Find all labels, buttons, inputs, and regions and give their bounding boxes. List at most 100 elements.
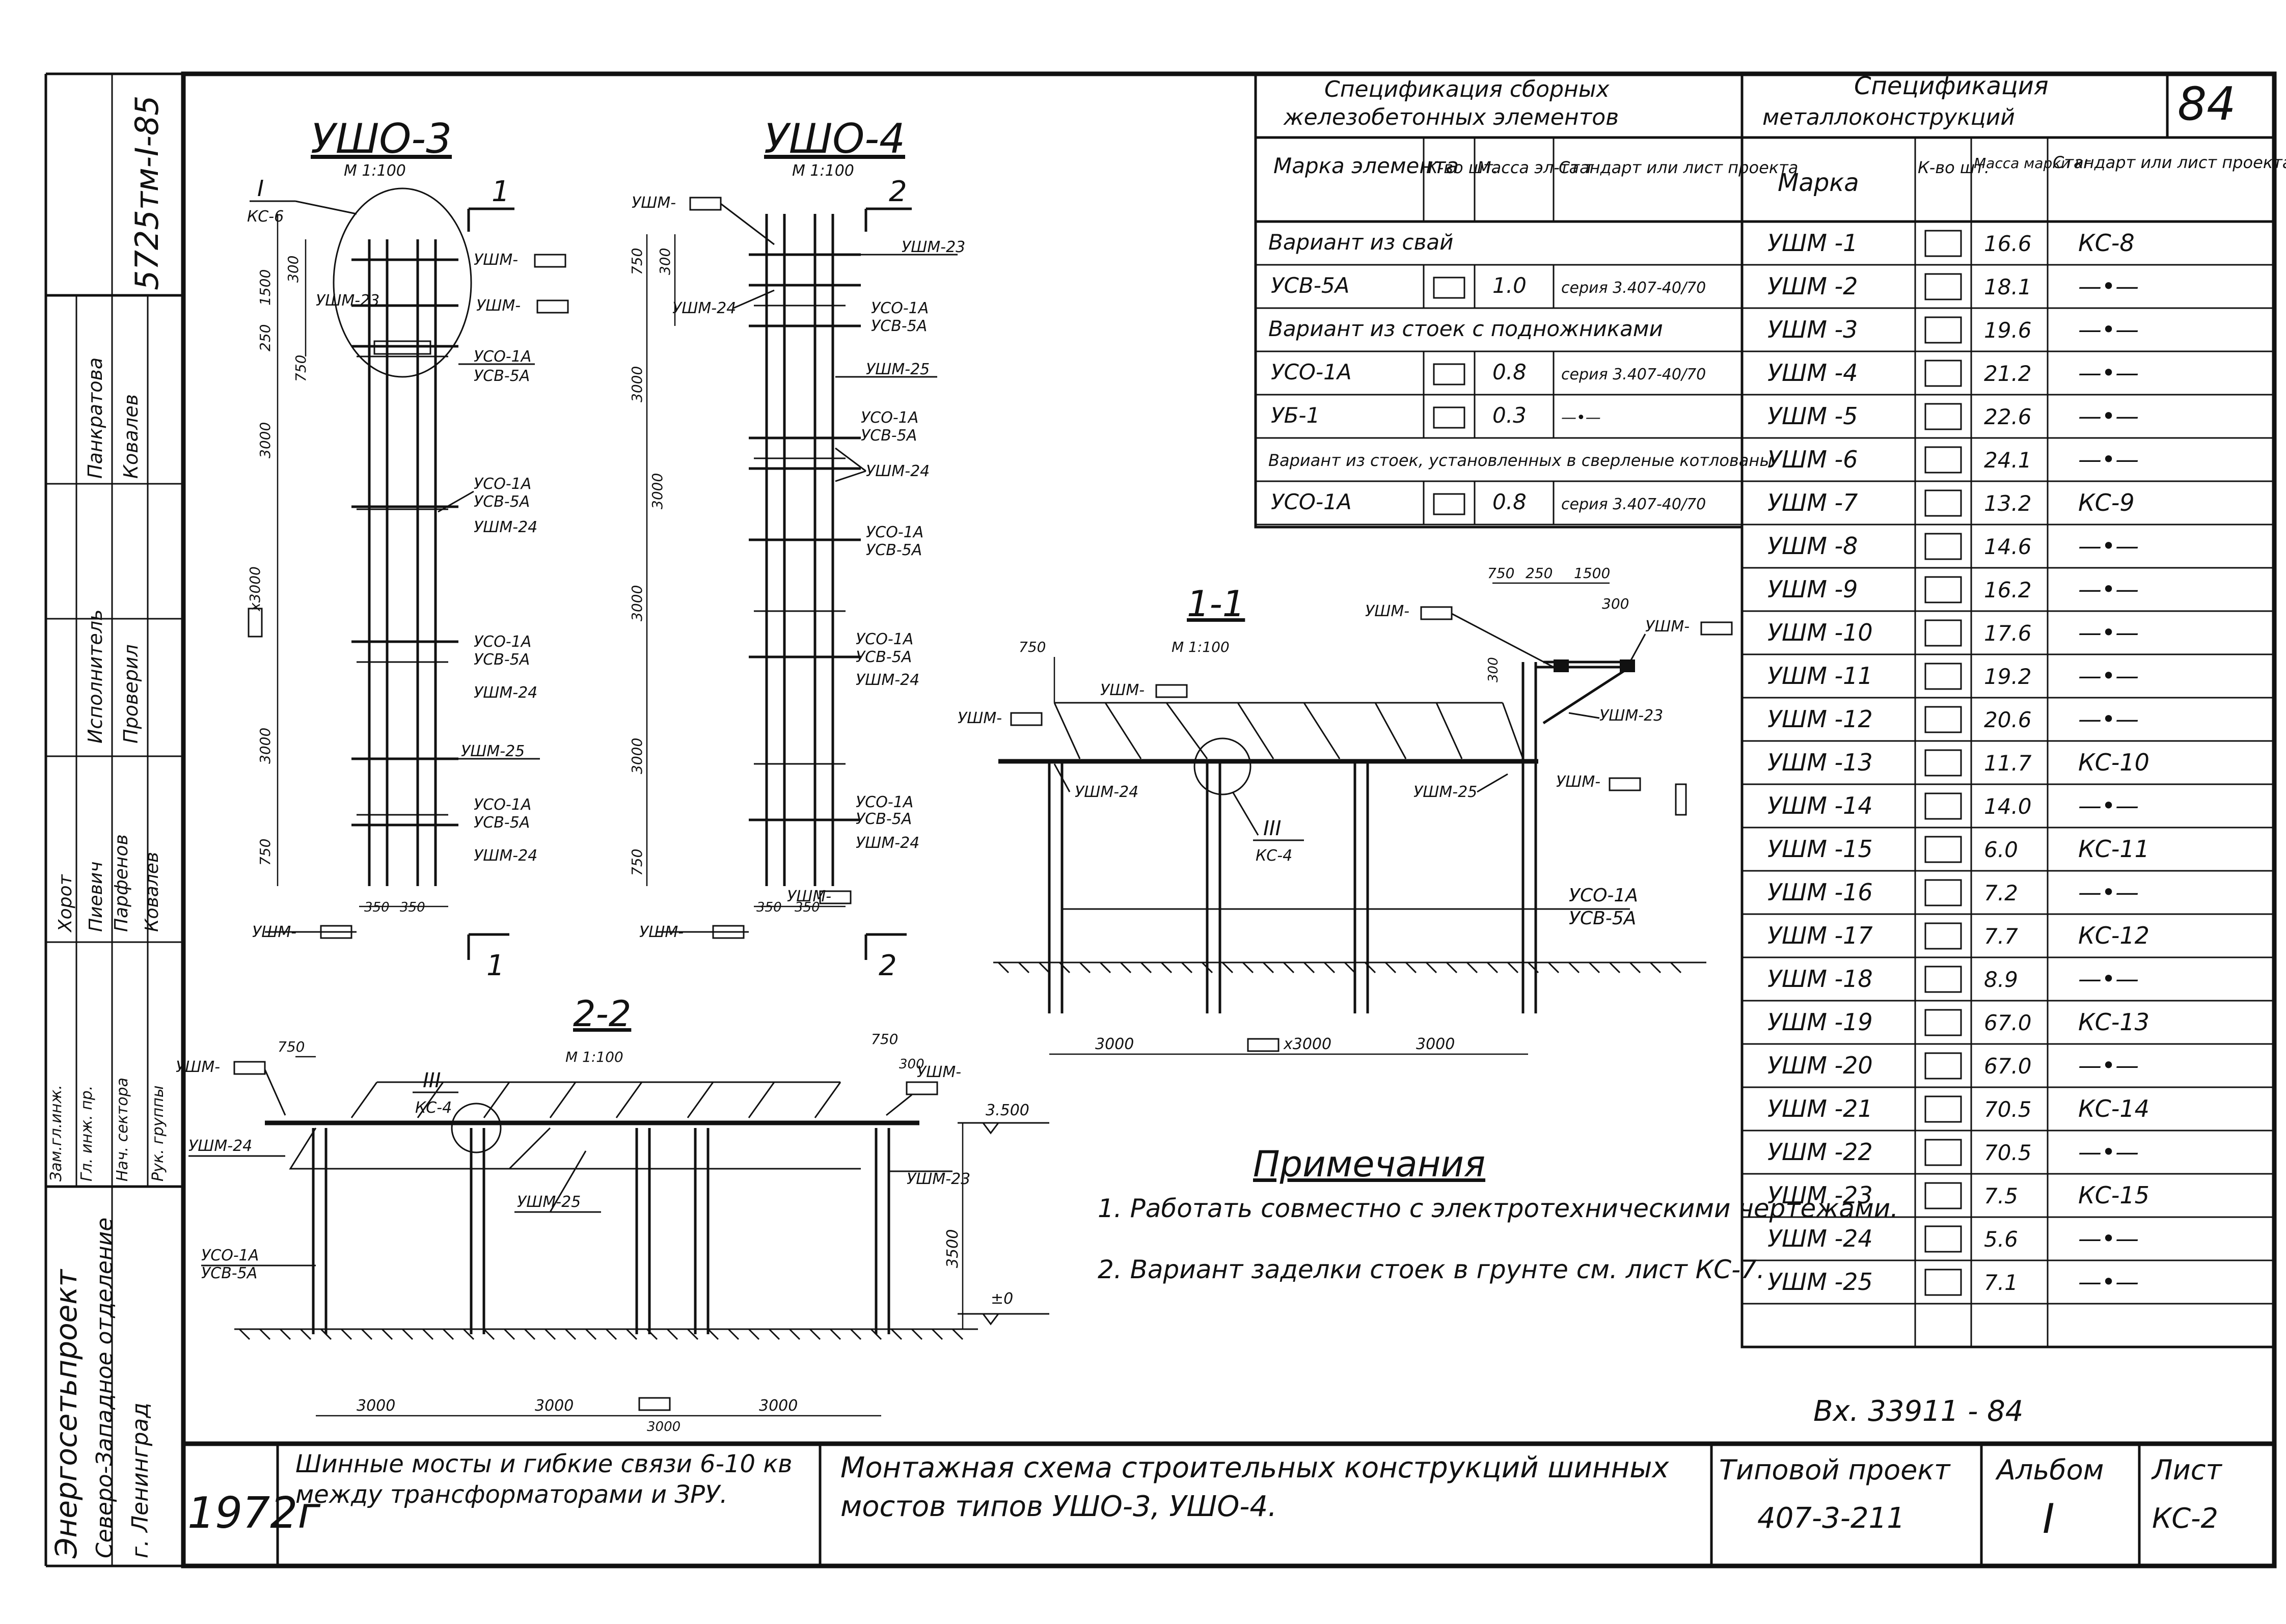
spec-metal-qty-box: [1924, 1182, 1962, 1209]
spec-metal-mark: УШМ -2: [1767, 272, 1858, 300]
sec22-dim-300: 300: [899, 1057, 924, 1072]
spec-metal-std: —•—: [2078, 965, 2139, 993]
sec11-dim-x3000: x3000: [1283, 1035, 1331, 1053]
role-3: Рук. группы: [149, 1085, 167, 1181]
usho3-cut-bottom: 1: [486, 949, 505, 982]
list-value: КС-2: [2152, 1502, 2218, 1534]
usho4-uso-4: УСО-1А: [856, 630, 913, 648]
sec11-ush23: УШМ-23: [1599, 707, 1663, 725]
usho4-usv-1: УСВ-5А: [871, 317, 927, 335]
usho4-cut-top: 2: [889, 175, 907, 208]
spec-metal-mass: 21.2: [1984, 361, 2032, 386]
spec-metal-qty-box: [1924, 576, 1962, 603]
spec-metal-mark: УШМ -25: [1767, 1268, 1873, 1296]
spec-metal-std: —•—: [2078, 1225, 2139, 1252]
spec-metal-qty-box: [1924, 1009, 1962, 1036]
spec-metal-qty-box: [1924, 489, 1962, 517]
spec-metal-mark: УШМ -16: [1767, 878, 1873, 906]
usho4-uso-3: УСО-1А: [866, 524, 923, 541]
spec-metal-h-qty: К-во шт.: [1918, 158, 1990, 177]
typ-project-value: 407-3-211: [1757, 1502, 1905, 1535]
sec11-dim-300: 300: [1602, 595, 1629, 612]
spec-metal-std: —•—: [2078, 402, 2139, 430]
spec-metal-std: —•—: [2078, 272, 2139, 300]
notes: Примечания 1. Работать совместно с элект…: [1098, 1143, 1898, 1284]
sec22-callout-sheet: КС-4: [415, 1099, 452, 1117]
spec-metal-qty-box: [1924, 1269, 1962, 1296]
usho3-dim-3000-2: 3000: [257, 728, 274, 764]
name-1: Пиевич: [86, 862, 106, 932]
inventory-stamp: 5725тм-I-85: [128, 95, 166, 290]
spec-metal-qty-box: [1924, 749, 1962, 777]
spec-metal-std: КС-14: [2078, 1095, 2149, 1122]
spec-metal-std: —•—: [2078, 1138, 2139, 1166]
spec-metal-mark: УШМ -4: [1767, 359, 1858, 387]
sec11-dim-3000-a: 3000: [1095, 1035, 1134, 1053]
usho3-usv-3: УСВ-5А: [474, 651, 530, 669]
sec11-ush-4: УШМ-: [1365, 602, 1409, 620]
sheet-number: 84: [2178, 77, 2236, 131]
usho4-ush23: УШМ-23: [902, 238, 965, 256]
sec11-ush-2: УШМ-: [958, 709, 1002, 727]
sec22-dim-3000-d: 3000: [647, 1419, 681, 1435]
sec11-ush-1: УШМ-: [1100, 681, 1145, 699]
spec-metal-h-std: Стандарт или лист проекта: [2053, 153, 2286, 172]
spec-rc-group-label: Вариант из стоек с подножниками: [1268, 316, 1663, 341]
usho4-cut-bottom: 2: [879, 949, 897, 982]
org-name: Энергосетьпроект: [49, 1269, 84, 1559]
spec-metal-std: —•—: [2078, 1268, 2139, 1296]
spec-rc-mark: УСВ-5А: [1271, 273, 1349, 298]
note-2: 2. Вариант заделки стоек в грунте см. ли…: [1098, 1255, 1765, 1284]
spec-metal-qty-box: [1924, 1095, 1962, 1123]
org-city: г. Ленинград: [127, 1402, 153, 1558]
spec-metal-mass: 20.6: [1984, 707, 2032, 732]
usho3-ush24-2: УШМ-24: [474, 684, 537, 702]
sec11-callout-sheet: КС-4: [1256, 847, 1292, 865]
spec-rc-mark: УБ-1: [1271, 403, 1320, 428]
spec-rc-h-qty: К-во шт.: [1426, 158, 1498, 177]
spec-metal-mark: УШМ -7: [1767, 489, 1858, 516]
usho4-usv-5: УСВ-5А: [856, 810, 912, 828]
usho4-ush24-top: УШМ-24: [672, 299, 736, 317]
note-1: 1. Работать совместно с электротехническ…: [1098, 1194, 1898, 1223]
spec-metal-qty-box: [1924, 403, 1962, 430]
sec11-dim-1500: 1500: [1574, 565, 1610, 582]
view-usho4: УШО-4 М 1:100 2 2 УШМ- УШМ-23 УШМ-24 УСО…: [629, 115, 965, 982]
usho4-usv-3: УСВ-5А: [866, 541, 922, 559]
spec-rc-qty-box: [1433, 277, 1465, 299]
spec-rc-group-label: Вариант из стоек, установленных в сверле…: [1268, 451, 1773, 470]
usho4-dim-300: 300: [657, 248, 673, 275]
spec-metal-std: —•—: [2078, 359, 2139, 387]
spec-metal-qty-box: [1924, 879, 1962, 906]
usho3-scale: М 1:100: [344, 162, 406, 180]
spec-metal-mass: 14.6: [1984, 534, 2032, 559]
sec22-callout-num: III: [423, 1069, 441, 1092]
role-hor: Хорот: [55, 874, 76, 933]
usho4-uso-5: УСО-1А: [856, 793, 913, 811]
usho3-ush24-3: УШМ-24: [474, 847, 537, 865]
name-3: Ковалев: [142, 852, 162, 932]
received-stamp: Вх. 33911 - 84: [1813, 1395, 2023, 1428]
sec22-ush25: УШМ-25: [517, 1193, 581, 1211]
spec-metal-qty-box: [1924, 533, 1962, 560]
usho3-ush-1: УШМ-: [474, 251, 518, 269]
usho3-cut-top: 1: [492, 175, 510, 208]
spec-metal-qty-box: [1924, 316, 1962, 344]
usho4-ush24-3: УШМ-24: [856, 671, 919, 689]
usho4-scale: М 1:100: [792, 162, 854, 180]
left-stamp: 5725тм-I-85 Исполнитель Проверил Панкрат…: [46, 74, 183, 1566]
role-ispolnitel: Исполнитель: [84, 610, 106, 744]
sec22-dim-3000-a: 3000: [357, 1397, 395, 1415]
usho3-uso-3: УСО-1А: [474, 633, 531, 651]
usho4-ush24-4: УШМ-24: [856, 834, 919, 852]
name-pankratova: Панкратова: [84, 357, 106, 479]
view-section-1-1: 1-1 М 1:100 III КС-4 УШМ- УШМ- УШМ-24 УШ…: [958, 565, 1733, 1055]
sec22-dim-3500: 3500: [944, 1229, 962, 1268]
spec-metal-mark: УШМ -3: [1767, 316, 1858, 343]
spec-metal-mass: 19.6: [1984, 318, 2032, 343]
usho3-dim-750: 750: [292, 355, 309, 382]
spec-metal-h-mark: Марка: [1778, 169, 1859, 197]
usho4-dim-750: 750: [629, 248, 645, 275]
usho3-dim-250: 250: [257, 324, 274, 351]
